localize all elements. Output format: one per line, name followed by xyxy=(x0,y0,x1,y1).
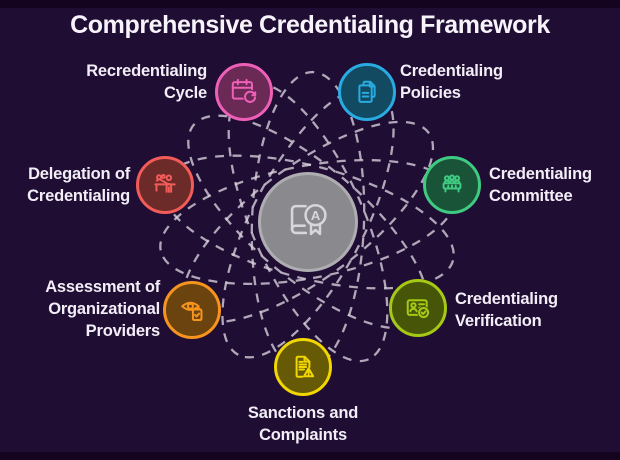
documents-icon xyxy=(351,76,383,108)
label-credentialing-verification: Credentialing Verification xyxy=(455,290,558,330)
node-recredentialing-cycle xyxy=(215,63,273,121)
certificate-book-icon: A xyxy=(279,191,337,254)
label-credentialing-committee: Credentialing Committee xyxy=(489,165,592,205)
center-node: A xyxy=(258,172,358,272)
calendar-refresh-icon xyxy=(228,76,260,108)
id-card-check-icon xyxy=(402,292,434,324)
page-title: Comprehensive Credentialing Framework xyxy=(70,11,550,39)
label-recredentialing-cycle: Recredentialing Cycle xyxy=(86,62,207,102)
label-assessment-of-providers: Assessment of Organizational Providers xyxy=(45,278,160,340)
node-credentialing-policies xyxy=(338,63,396,121)
document-warning-icon xyxy=(287,351,319,383)
node-credentialing-committee xyxy=(423,156,481,214)
award-letter: A xyxy=(311,208,321,223)
node-assessment-of-providers xyxy=(163,281,221,339)
node-credentialing-verification xyxy=(389,279,447,337)
node-sanctions-and-complaints xyxy=(274,338,332,396)
committee-table-icon xyxy=(436,169,468,201)
label-delegation-of-credentialing: Delegation of Credentialing xyxy=(27,165,130,205)
label-sanctions-and-complaints: Sanctions and Complaints xyxy=(247,404,359,444)
bottom-border-strip xyxy=(0,452,620,460)
label-credentialing-policies: Credentialing Policies xyxy=(400,62,503,102)
delegation-icon xyxy=(149,169,181,201)
eye-clipboard-icon xyxy=(176,294,208,326)
top-border-strip xyxy=(0,0,620,8)
node-delegation-of-credentialing xyxy=(136,156,194,214)
